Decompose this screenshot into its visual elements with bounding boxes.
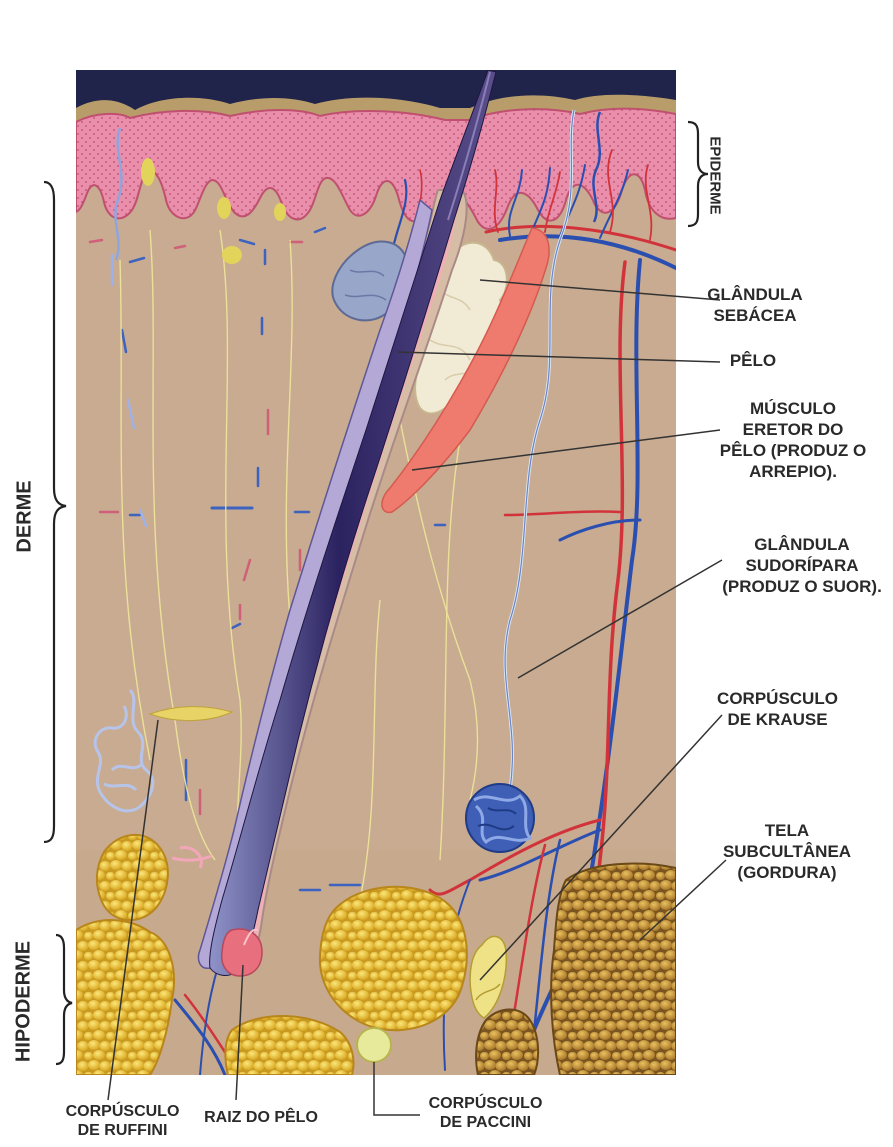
- label-hipoderme: HIPODERME: [13, 932, 36, 1072]
- label-raiz-pelo: RAIZ DO PÊLO: [186, 1108, 336, 1127]
- label-glandula-sudoripara: GLÂNDULA SUDORÍPARA (PRODUZ O SUOR).: [716, 534, 888, 597]
- label-corpusculo-ruffini: CORPÚSCULO DE RUFFINI: [60, 1102, 185, 1140]
- label-pelo: PÊLO: [718, 350, 788, 371]
- fat-cluster-upper-left: [97, 835, 168, 920]
- fat-cluster-right: [551, 864, 676, 1075]
- sweat-gland-coil: [466, 784, 534, 852]
- fat-cluster-center: [320, 887, 467, 1030]
- fat-cluster-left: [76, 920, 174, 1075]
- label-derme: DERME: [14, 467, 37, 567]
- fat-cluster-right-small: [476, 1010, 538, 1076]
- label-epiderme: EPIDERME: [707, 126, 724, 226]
- label-corpusculo-krause: CORPÚSCULO DE KRAUSE: [710, 688, 845, 730]
- label-musculo-eretor: MÚSCULO ERETOR DO PÊLO (PRODUZ O ARREPIO…: [718, 398, 868, 482]
- label-glandula-sebacea: GLÂNDULA SEBÁCEA: [690, 284, 820, 326]
- label-tela-subcutanea: TELA SUBCULTÂNEA (GORDURA): [712, 820, 862, 883]
- paccini-corpuscle: [357, 1028, 391, 1062]
- label-corpusculo-paccini: CORPÚSCULO DE PACCINI: [418, 1094, 553, 1132]
- hair-bulb: [222, 929, 262, 976]
